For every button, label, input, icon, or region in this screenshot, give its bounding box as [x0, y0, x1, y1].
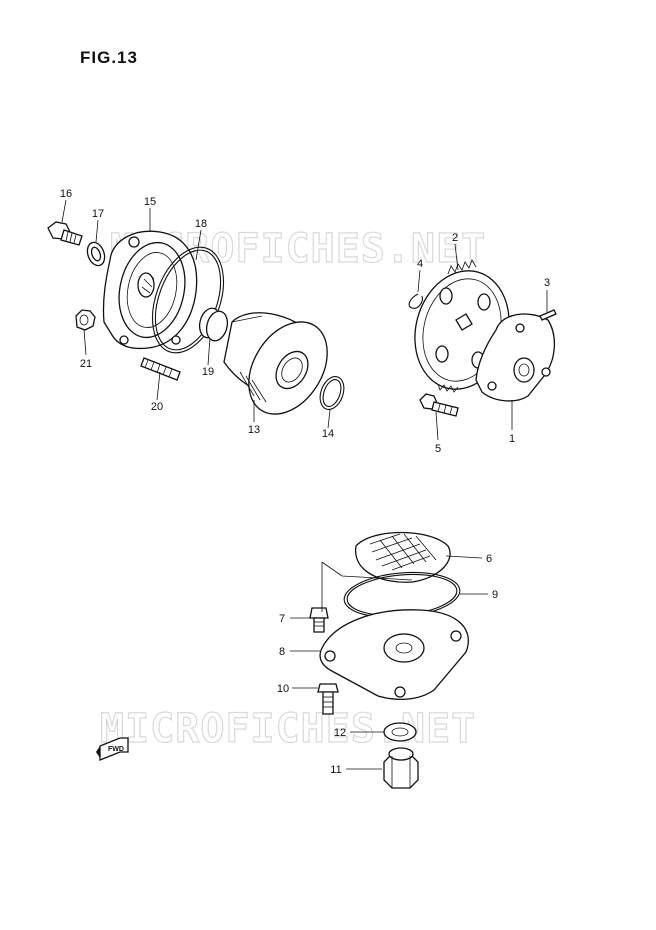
bolt-7 [309, 607, 329, 633]
strainer-cover-8 [319, 609, 469, 701]
callout-16: 16 [60, 188, 72, 200]
forward-direction-arrow: FWD [96, 737, 129, 761]
fwd-label: FWD [108, 746, 124, 753]
callout-13: 13 [248, 424, 260, 436]
callout-1: 1 [509, 433, 515, 445]
watermark-bottom: MICROFICHES.NET [100, 706, 476, 752]
washer-12 [383, 722, 417, 742]
callout-4: 4 [417, 258, 423, 270]
bolt-16 [47, 221, 83, 246]
drain-plug-11 [383, 747, 419, 789]
leader-lines [61, 199, 548, 770]
callout-10: 10 [277, 683, 289, 695]
callout-14: 14 [322, 428, 334, 440]
callout-18: 18 [195, 218, 207, 230]
stud-20 [140, 357, 181, 381]
callout-5: 5 [435, 443, 441, 455]
oil-screen-6 [355, 531, 451, 583]
callout-2: 2 [452, 232, 458, 244]
callout-21: 21 [80, 358, 92, 370]
callout-20: 20 [151, 401, 163, 413]
o-ring-19 [198, 307, 229, 342]
callout-3: 3 [544, 277, 550, 289]
oil-filter-13 [223, 312, 328, 415]
washer-17 [86, 241, 106, 267]
callout-19: 19 [202, 366, 214, 378]
pin-3 [539, 309, 557, 321]
callout-15: 15 [144, 196, 156, 208]
callout-17: 17 [92, 208, 104, 220]
callout-7: 7 [279, 613, 285, 625]
callout-12: 12 [334, 727, 346, 739]
filter-cover-15 [102, 230, 198, 350]
callout-8: 8 [279, 646, 285, 658]
o-ring-14 [319, 376, 345, 410]
callout-9: 9 [492, 589, 498, 601]
screw-5 [419, 393, 459, 417]
callout-6: 6 [486, 553, 492, 565]
bolt-10 [317, 683, 339, 715]
circlip-4 [408, 293, 423, 309]
pump-body-1 [475, 313, 555, 402]
nut-21 [75, 309, 96, 331]
callout-11: 11 [330, 764, 341, 776]
figure-title: FIG.13 [80, 48, 138, 67]
